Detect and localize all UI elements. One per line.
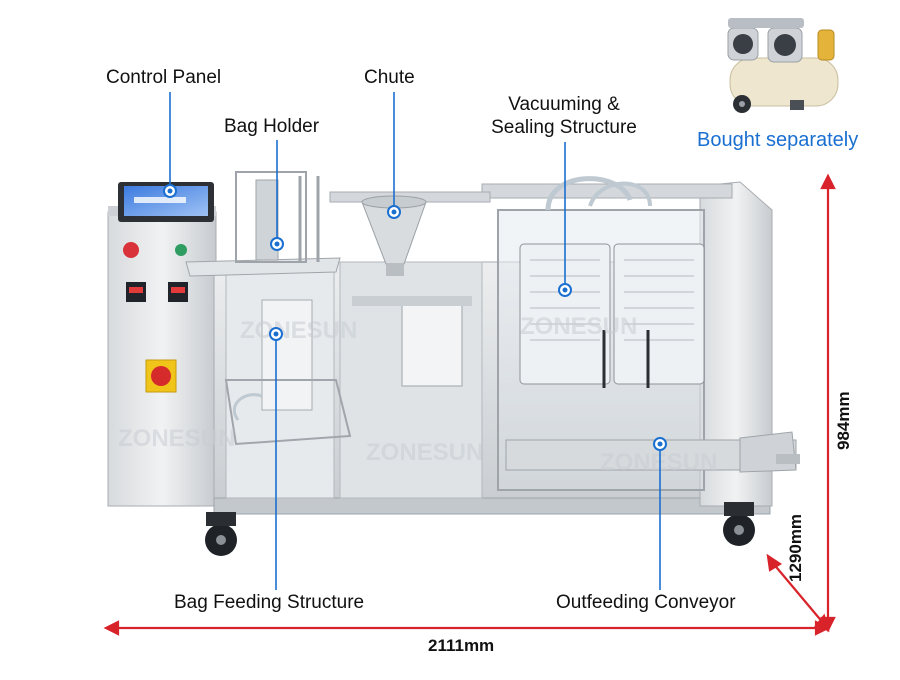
dimension-depth: 1290mm	[786, 513, 805, 582]
watermarks: ZONESUN ZONESUN ZONESUN ZONESUN ZONESUN	[118, 313, 717, 476]
dimension-width: 2111mm	[428, 636, 495, 655]
label-vacuuming-line1: Vacuuming &	[508, 94, 620, 115]
watermark-text: ZONESUN	[118, 425, 235, 452]
machine-body	[107, 171, 800, 556]
note-bought-separately: Bought separately	[697, 129, 859, 151]
dimension-height: 984mm	[834, 391, 853, 450]
air-compressor	[727, 18, 839, 113]
callout-lines	[169, 92, 661, 590]
watermark-text: ZONESUN	[240, 317, 357, 344]
watermark-text: ZONESUN	[600, 449, 717, 476]
watermark-text: ZONESUN	[520, 313, 637, 340]
label-vacuuming-sealing: Vacuuming & Sealing Structure	[480, 94, 648, 140]
label-bag-holder: Bag Holder	[224, 116, 320, 137]
label-bag-feeding-structure: Bag Feeding Structure	[174, 592, 365, 613]
label-vacuuming-line2: Sealing Structure	[491, 116, 637, 138]
watermark-text: ZONESUN	[366, 439, 483, 466]
label-control-panel: Control Panel	[106, 67, 222, 88]
label-outfeeding-conveyor: Outfeeding Conveyor	[556, 592, 736, 613]
label-chute: Chute	[364, 67, 415, 88]
dimension-arrows	[103, 173, 836, 636]
